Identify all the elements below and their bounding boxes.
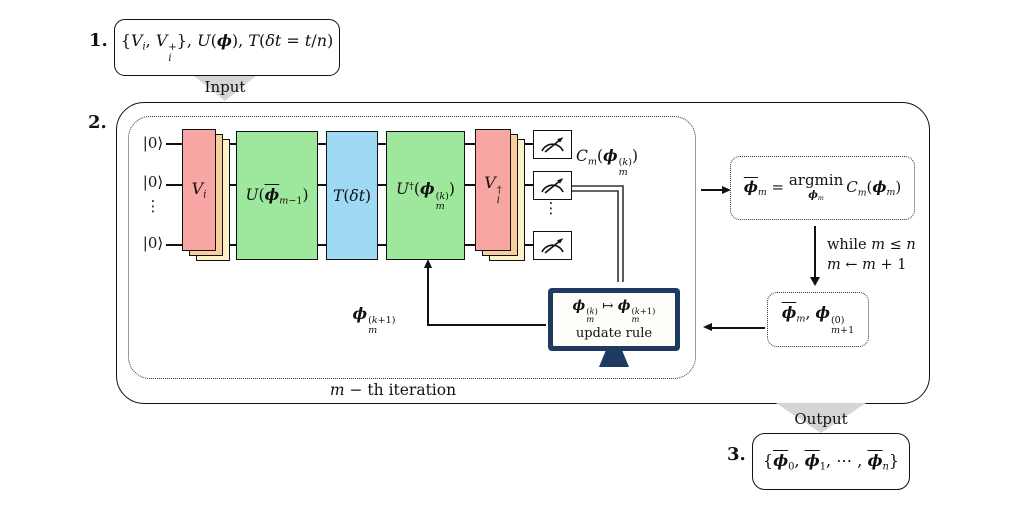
step3-number: 3. xyxy=(727,444,746,465)
monitor-stand xyxy=(599,351,629,367)
output-box: {ϕ0, ϕ1, ⋯ , ϕn} xyxy=(752,433,910,490)
argmin-arrow-head xyxy=(722,185,731,194)
params-arrow-shaft xyxy=(712,327,765,329)
ket-zero-3: |0⟩ xyxy=(142,234,164,252)
measurement-meter xyxy=(533,231,572,260)
argmin-arrow-shaft xyxy=(701,189,724,191)
while-condition-line1: while m ≤ n xyxy=(827,237,916,253)
vi-gate: Vi xyxy=(182,129,216,251)
input-box: {Vi, V+i}, U(ϕ), T(δt = t/n) xyxy=(114,19,340,76)
update-rule-caption: update rule xyxy=(575,326,653,342)
measurement-meter xyxy=(533,171,572,200)
u-dagger-gate: U†(ϕ(k)m) xyxy=(386,131,465,260)
while-condition-line2: m ← m + 1 xyxy=(827,257,907,273)
while-arrow-shaft xyxy=(814,226,816,278)
u-gate-label: U(ϕm−1) xyxy=(245,184,309,207)
params-arrow-head xyxy=(703,322,712,331)
while-condition: while m ≤ n m ← m + 1 xyxy=(827,235,916,275)
measurement-meter xyxy=(533,130,572,159)
u-dagger-gate-label: U†(ϕ(k)m) xyxy=(396,179,455,212)
next-params-box: ϕm, ϕ(0)m+1 xyxy=(767,292,869,347)
monitor-screen: ϕ(k)m ↦ ϕ(k+1)m update rule xyxy=(552,292,676,347)
gauge-icon xyxy=(541,238,564,254)
iteration-caption: m − th iteration xyxy=(329,381,457,399)
vi-dagger-gate: V†i xyxy=(475,129,511,251)
cost-function-label: Cm(ϕ(k)m) xyxy=(576,146,639,179)
output-formula: {ϕ0, ϕ1, ⋯ , ϕn} xyxy=(762,450,900,473)
step2-outer-box xyxy=(116,102,930,404)
classical-double-wire xyxy=(572,185,624,282)
feedback-arrow-shaft-v xyxy=(427,267,429,325)
input-arrow-triangle xyxy=(194,76,256,101)
update-rule-formula: ϕ(k)m ↦ ϕ(k+1)m xyxy=(572,297,656,325)
ket-zero-2: |0⟩ xyxy=(142,173,164,191)
update-rule-monitor: ϕ(k)m ↦ ϕ(k+1)m update rule xyxy=(548,288,680,351)
t-gate-label: T(δt) xyxy=(332,186,372,205)
gauge-icon xyxy=(541,178,564,194)
vi-dagger-gate-label: V†i xyxy=(484,173,502,207)
output-arrow-triangle xyxy=(776,403,866,433)
qubit-vdots: ⋮ xyxy=(145,197,161,215)
feedback-parameter-label: ϕ(k+1)m xyxy=(352,304,396,337)
input-arrow-label: Input xyxy=(204,78,246,96)
vi-gate-label: Vi xyxy=(191,179,207,201)
gauge-icon xyxy=(541,137,564,153)
while-arrow-head xyxy=(810,277,820,286)
output-arrow-label: Output xyxy=(794,410,848,428)
feedback-arrow-head xyxy=(423,259,432,268)
ket-zero-1: |0⟩ xyxy=(142,134,164,152)
iteration-dotted-box xyxy=(128,116,696,379)
step2-number: 2. xyxy=(88,112,107,133)
next-params-formula: ϕm, ϕ(0)m+1 xyxy=(781,303,855,336)
feedback-arrow-shaft-h xyxy=(427,324,546,326)
meter-vdots: ⋮ xyxy=(543,199,559,217)
step1-number: 1. xyxy=(89,30,108,51)
t-gate: T(δt) xyxy=(326,131,378,260)
u-gate: U(ϕm−1) xyxy=(236,131,318,260)
input-formula: {Vi, V+i}, U(ϕ), T(δt = t/n) xyxy=(120,30,334,64)
